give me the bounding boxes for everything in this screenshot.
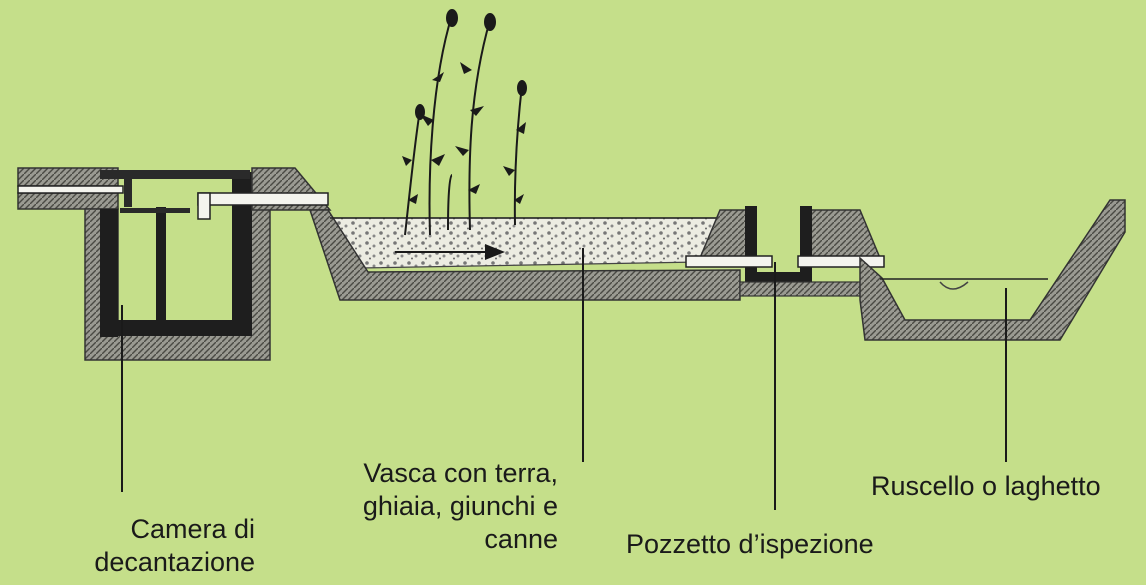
ground-surface-left	[17, 167, 124, 210]
label-stream-pond: Ruscello o laghetto	[871, 471, 1101, 501]
reed-plants	[402, 9, 527, 236]
label-gravel-bed: Vasca con terra, ghiaia, giunchi e canne	[362, 458, 558, 554]
leader-lines	[121, 248, 1007, 510]
stream-pond	[859, 199, 1126, 341]
settling-chamber	[84, 167, 332, 361]
gravel-bed	[308, 209, 741, 301]
label-inspection-well: Pozzetto d’ispezione	[626, 529, 874, 559]
inspection-well	[685, 206, 885, 297]
label-settling-chamber: Camera di decantazione	[94, 514, 255, 577]
